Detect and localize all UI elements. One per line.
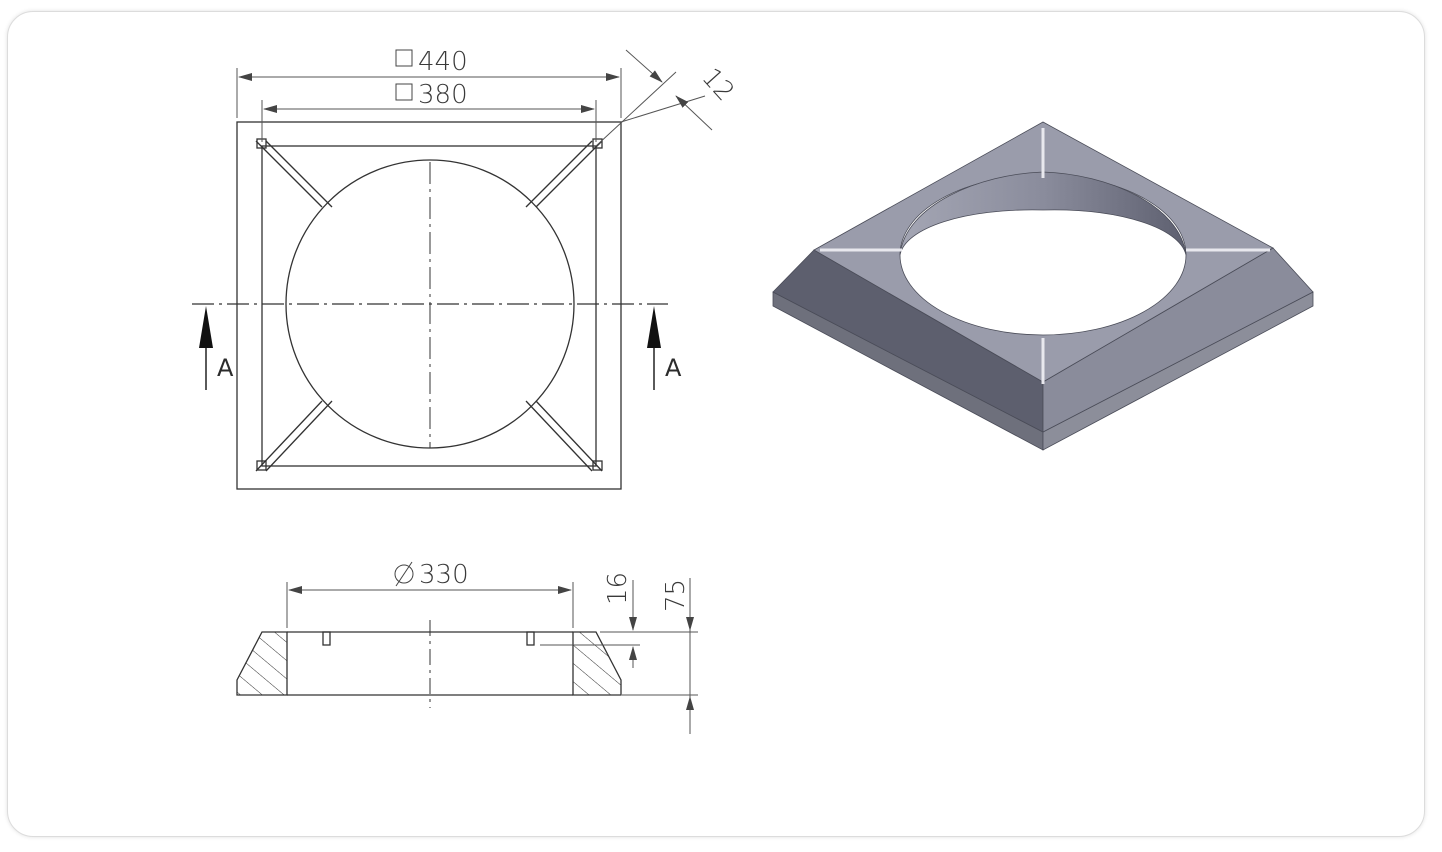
- bore-dim-text: 330: [419, 560, 469, 590]
- chamfer-dim-text: 12: [696, 62, 740, 107]
- dimension-12: 12: [595, 49, 740, 147]
- section-view: [236, 620, 622, 708]
- height-dim-text: 75: [661, 579, 691, 612]
- section-arrow-left: A: [199, 306, 234, 390]
- dimension-440: 440: [236, 47, 622, 118]
- groove-dim-text: 16: [603, 572, 633, 605]
- top-view: [192, 121, 668, 490]
- dimension-380: 380: [261, 80, 597, 142]
- outer-square: [236, 121, 622, 490]
- dimension-16: 16: [540, 572, 640, 668]
- inner-square: [261, 145, 597, 467]
- section-arrow-right: A: [647, 306, 682, 390]
- dimension-330: 330: [286, 560, 574, 628]
- drawing-card: [7, 11, 1425, 837]
- dimension-75: 75: [600, 578, 698, 734]
- section-label-left: A: [217, 354, 234, 382]
- inner-dim-text: 380: [418, 80, 468, 110]
- outer-dim-text: 440: [418, 47, 468, 77]
- iso-view: [772, 121, 1314, 451]
- section-label-right: A: [665, 354, 682, 382]
